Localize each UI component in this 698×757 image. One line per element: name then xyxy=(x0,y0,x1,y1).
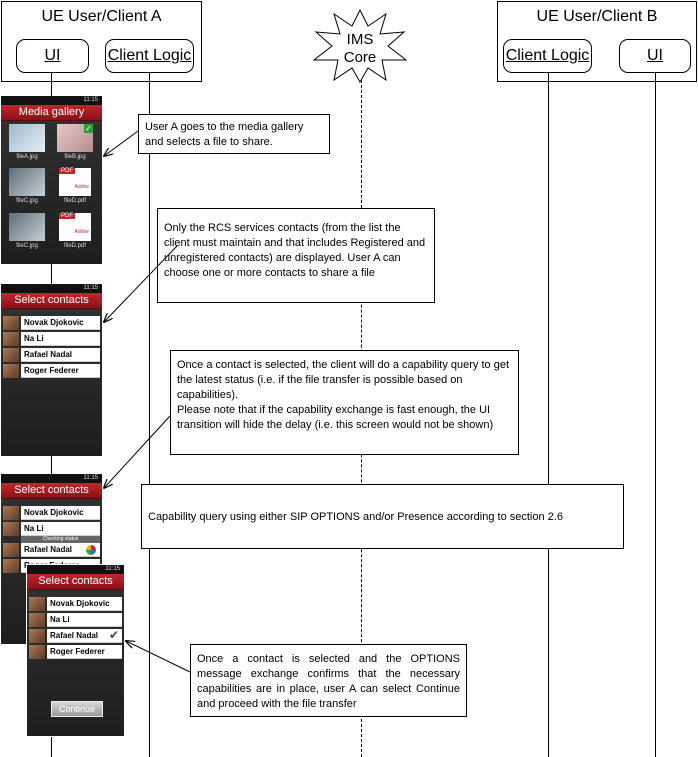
note-capability-query: Once a contact is selected, the client w… xyxy=(170,350,519,455)
adobe-label: Adobe xyxy=(74,229,89,235)
thumb-file-d-pdf[interactable]: PDF Adobe xyxy=(59,168,91,196)
avatar xyxy=(29,645,45,659)
gallery-title: Media gallery xyxy=(1,105,102,121)
avatar xyxy=(3,316,19,330)
contact-row[interactable]: Roger Federer xyxy=(47,645,122,659)
contact-row[interactable]: Na Li xyxy=(21,522,100,536)
filename: fileA.jpg xyxy=(16,154,38,160)
checkmark-icon: ✔ xyxy=(109,628,120,642)
select-contacts-screen: 11:15 Select contacts Novak Djokovic Na … xyxy=(1,284,102,456)
filename: fileB.jpg xyxy=(64,154,86,160)
ue-a-client-logic-pill: Client Logic xyxy=(105,39,194,73)
note-continue: Once a contact is selected and the OPTIO… xyxy=(190,644,467,717)
thumb-file-c[interactable] xyxy=(9,168,45,196)
avatar xyxy=(3,332,19,346)
ims-label: IMS xyxy=(347,31,374,48)
loading-spinner-icon xyxy=(86,545,96,555)
avatar xyxy=(29,629,45,643)
thumb-file-d-pdf-2[interactable]: PDF Adobe xyxy=(59,213,91,241)
avatar xyxy=(29,613,45,627)
filename: fileC.jpg xyxy=(16,243,38,249)
status-bar: 11:15 xyxy=(27,565,124,574)
ue-b-client-logic-lifeline xyxy=(548,72,549,757)
filename: fileC.jpg xyxy=(16,198,38,204)
arrow-to-continue-screen xyxy=(126,641,191,673)
pdf-badge: PDF xyxy=(59,213,75,219)
ue-a-title: UE User/Client A xyxy=(41,8,162,25)
note-media-gallery: User A goes to the media gallery and sel… xyxy=(138,114,330,154)
contact-row[interactable]: Novak Djokovic xyxy=(21,506,100,520)
note-sip-options: Capability query using either SIP OPTION… xyxy=(141,484,624,549)
ims-core-starburst: IMS Core xyxy=(312,8,408,84)
avatar xyxy=(3,559,19,573)
select-contacts-title: Select contacts xyxy=(1,483,102,499)
select-contacts-title: Select contacts xyxy=(27,574,124,590)
ue-b-client-logic-pill: Client Logic xyxy=(503,39,592,73)
avatar xyxy=(3,543,19,557)
contact-row[interactable]: Novak Djokovic xyxy=(47,597,122,611)
ue-a-client-logic-lifeline xyxy=(149,72,150,757)
ue-a-header: UE User/Client A UI Client Logic xyxy=(1,1,202,82)
arrow-to-checking-status xyxy=(104,415,171,488)
ue-b-ui-lifeline xyxy=(655,72,656,757)
select-contacts-title: Select contacts xyxy=(1,293,102,309)
filename: fileD.pdf xyxy=(63,243,86,249)
pdf-badge: PDF xyxy=(59,168,75,174)
adobe-label: Adobe xyxy=(74,184,89,190)
checking-status-label: Checking status xyxy=(21,536,100,543)
avatar xyxy=(3,364,19,378)
status-bar: 11:15 xyxy=(1,96,102,105)
check-icon: ✓ xyxy=(84,124,93,133)
contact-row[interactable]: Na Li xyxy=(47,613,122,627)
ue-b-header: UE User/Client B Client Logic UI xyxy=(497,1,697,82)
continue-button[interactable]: Continue xyxy=(51,701,103,717)
status-bar: 11:15 xyxy=(1,474,102,483)
ue-b-title: UE User/Client B xyxy=(536,8,658,25)
contact-row[interactable]: Na Li xyxy=(21,332,100,346)
ue-b-ui-pill: UI xyxy=(619,39,691,73)
contact-row[interactable]: Rafael Nadal xyxy=(47,629,122,643)
media-gallery-screen: 11:15 Media gallery ✓ fileA.jpg fileB.jp… xyxy=(1,96,102,264)
avatar xyxy=(3,522,19,536)
thumb-file-c-2[interactable] xyxy=(9,213,45,241)
arrow-to-media-gallery xyxy=(104,130,139,156)
ue-a-ui-pill: UI xyxy=(16,39,89,73)
contact-row[interactable]: Roger Federer xyxy=(21,364,100,378)
status-bar: 11:15 xyxy=(1,284,102,293)
filename: fileD.pdf xyxy=(63,198,86,204)
core-label: Core xyxy=(344,49,377,66)
contact-row[interactable]: Rafael Nadal xyxy=(21,543,100,557)
avatar xyxy=(3,506,19,520)
continue-screen: 11:15 Select contacts Novak Djokovic Na … xyxy=(27,565,124,736)
note-rcs-contacts: Only the RCS services contacts (from the… xyxy=(157,208,435,303)
contact-row[interactable]: Rafael Nadal xyxy=(21,348,100,362)
avatar xyxy=(29,597,45,611)
contact-row[interactable]: Novak Djokovic xyxy=(21,316,100,330)
thumb-file-a[interactable] xyxy=(9,124,45,152)
avatar xyxy=(3,348,19,362)
